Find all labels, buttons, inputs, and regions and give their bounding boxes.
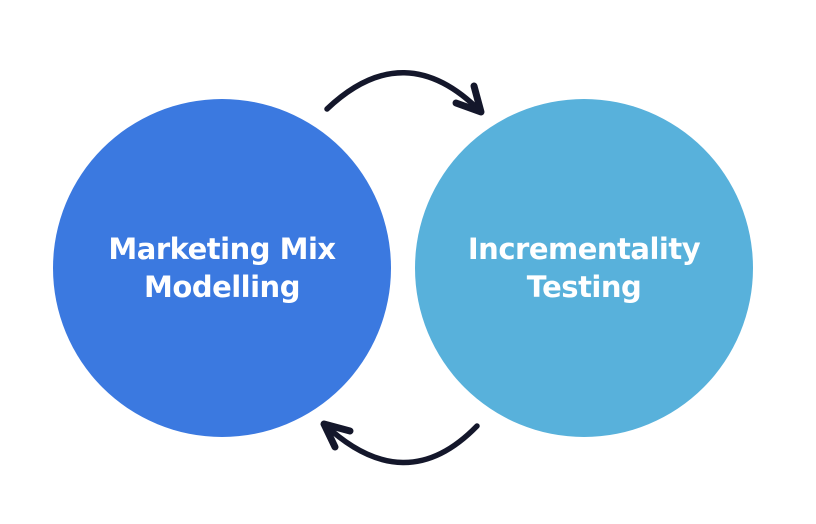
node-label-line2: Testing: [526, 270, 642, 304]
node-label-line1: Incrementality: [467, 232, 701, 266]
top-arrow-icon: [324, 70, 484, 115]
marketing-mix-modelling-node: Marketing Mix Modelling: [53, 99, 391, 437]
top-arrowhead-icon: [452, 82, 485, 116]
node-label-line1: Marketing Mix: [108, 232, 336, 266]
bottom-arrowhead-icon: [320, 420, 354, 451]
incrementality-testing-node: Incrementality Testing: [415, 99, 753, 437]
bottom-arrow-icon: [321, 421, 480, 466]
node-label-line2: Modelling: [144, 270, 300, 304]
